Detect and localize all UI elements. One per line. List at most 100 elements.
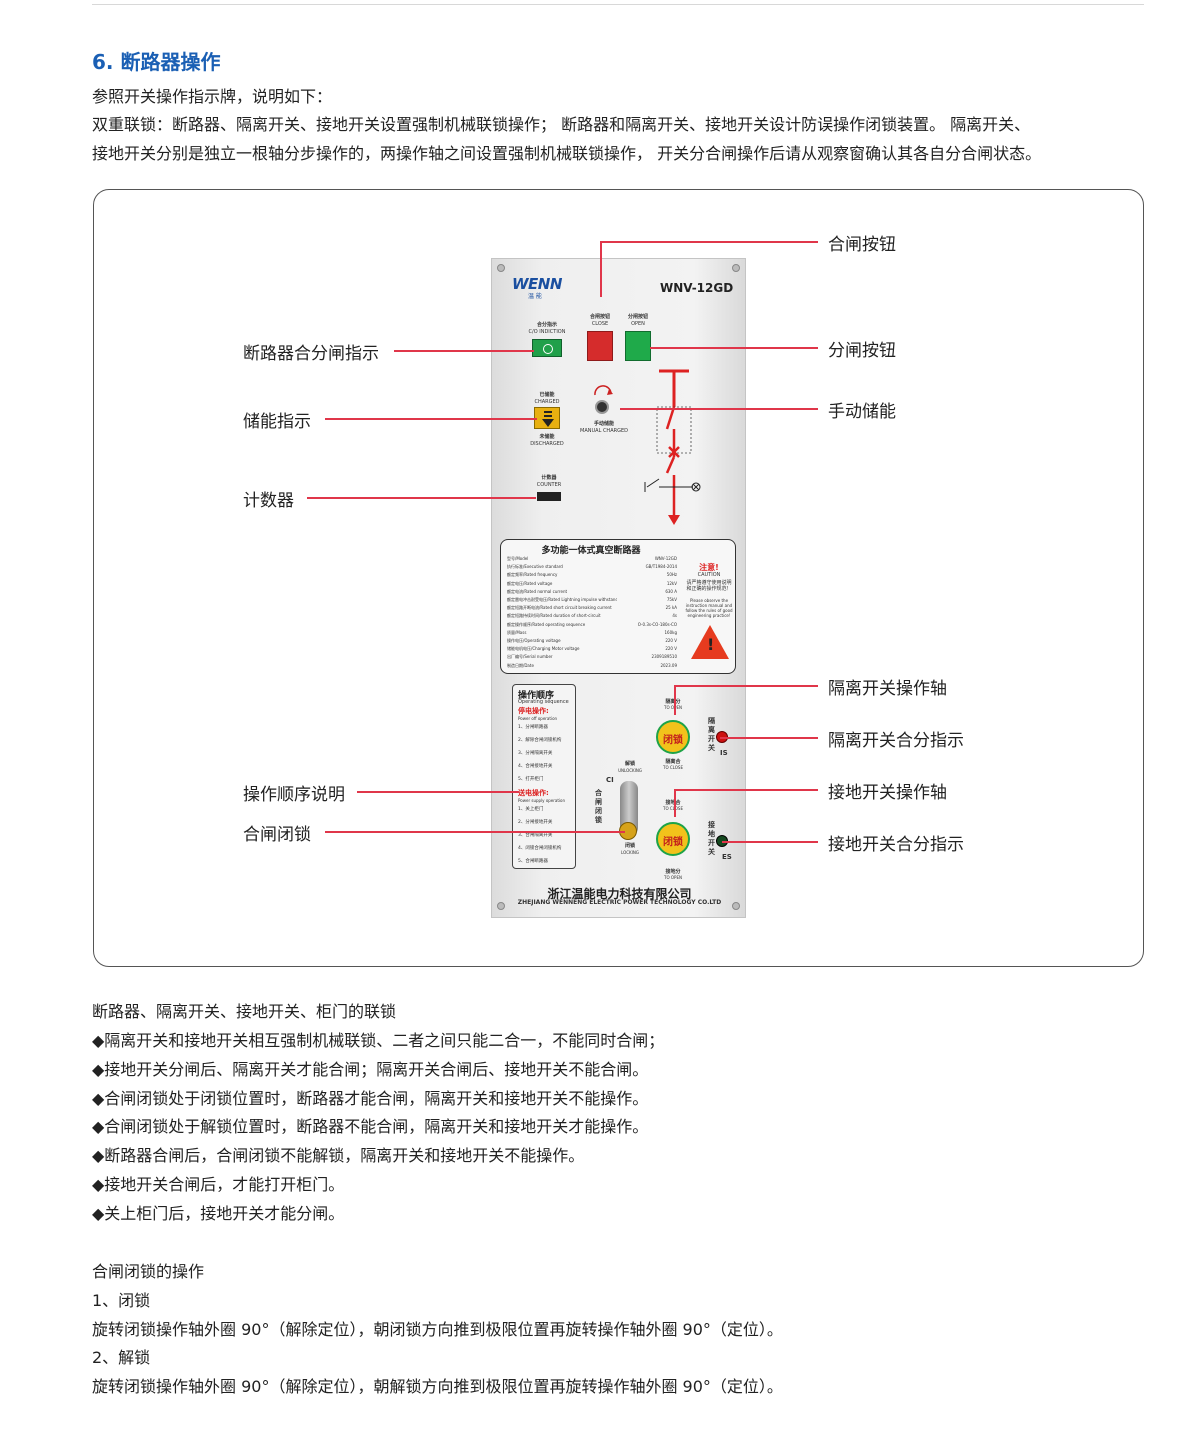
earth-close-label: 接地合 bbox=[665, 800, 681, 806]
nameplate-row-label: 额定电压/Rated voltage bbox=[507, 580, 553, 586]
charged-label-en: CHARGED bbox=[534, 399, 560, 405]
earth-vertical-label: 接地开关 bbox=[708, 821, 715, 856]
intro-line-1: 参照开关操作指示牌，说明如下： bbox=[92, 87, 333, 106]
model-number: WNV-12GD bbox=[660, 281, 734, 295]
nameplate-row-value: 220 V bbox=[665, 646, 677, 652]
discharged-label-en: DISCHARGED bbox=[530, 441, 564, 447]
earth-close-en: TO CLOSE bbox=[663, 806, 683, 811]
nameplate-row-value: WNV-12GD bbox=[654, 556, 677, 561]
indicator-label: 合分指示 bbox=[536, 322, 557, 328]
interlock-item: ◆断路器合闸后，合闸闭锁不能解锁，隔离开关和接地开关不能操作。 bbox=[92, 1146, 585, 1166]
lock-step-1-text: 旋转闭锁操作轴外圈 90°（解除定位），朝闭锁方向推到极限位置再旋转操作轴外圈 … bbox=[92, 1320, 783, 1339]
callout-manual-charge: 手动储能 bbox=[828, 402, 896, 422]
warning-title-en: CAUTION bbox=[697, 572, 721, 578]
nameplate-row-value: 75kV bbox=[666, 597, 677, 602]
interlock-item: ◆接地开关合闸后，才能打开柜门。 bbox=[92, 1175, 345, 1194]
callout-charge-indicator: 储能指示 bbox=[243, 412, 311, 432]
single-line-diagram-icon bbox=[644, 369, 701, 525]
ci-vertical-label: 合闸闭锁 bbox=[595, 789, 602, 824]
nameplate-row-value: O-0.3s-CO-180s-CO bbox=[637, 621, 677, 627]
leader-breaker-indicator bbox=[394, 350, 534, 352]
company-name-en: ZHEJIANG WENNENG ELECTRIC POWER TECHNOLO… bbox=[517, 899, 722, 906]
lock-step-2: 2、解锁 bbox=[92, 1348, 151, 1367]
lock-step-2-text: 旋转闭锁操作轴外圈 90°（解除定位），朝解锁方向推到极限位置再旋转操作轴外圈 … bbox=[92, 1377, 783, 1396]
nameplate-row-label: 额定短路开断电流/Rated short circuit breaking cu… bbox=[507, 605, 612, 611]
nameplate-row-value: 2023.09 bbox=[660, 662, 677, 668]
sequence-step: 1、分闸断路器 bbox=[518, 725, 548, 730]
intro-line-3: 接地开关分别是独立一根轴分步操作的，两操作轴之间设置强制机械联锁操作， 开关分合… bbox=[92, 144, 1042, 163]
diagram-frame bbox=[93, 189, 1144, 967]
counter-label-en: COUNTER bbox=[536, 482, 562, 488]
top-divider bbox=[92, 0, 1144, 5]
lock-step-1: 1、闭锁 bbox=[92, 1291, 151, 1310]
iso-open-label: 隔离分 bbox=[665, 699, 681, 705]
callout-counter: 计数器 bbox=[243, 491, 294, 511]
leader-open-button bbox=[650, 347, 818, 349]
sequence-on-title-en: Power supply operation bbox=[518, 798, 566, 803]
nameplate-row-label: 额定操作顺序/Rated operating sequence bbox=[507, 621, 586, 627]
charge-status-indicator bbox=[534, 407, 560, 429]
callout-close-button: 合闸按钮 bbox=[828, 235, 896, 255]
manual-charge-socket[interactable] bbox=[595, 400, 609, 414]
open-label: 分闸按钮 bbox=[627, 314, 648, 320]
sequence-step: 4、合闸接地开关 bbox=[518, 764, 553, 769]
isolator-shaft[interactable]: 闭锁 bbox=[656, 720, 690, 754]
lock-ops-title: 合闸闭锁的操作 bbox=[92, 1262, 205, 1281]
leader-close-lock bbox=[325, 831, 625, 833]
leader-earth-indicator bbox=[722, 841, 818, 843]
brand-sub: 温 能 bbox=[528, 293, 542, 300]
earth-open-en: TO OPEN bbox=[664, 875, 682, 880]
sequence-off-title-en: Power off operation bbox=[518, 716, 558, 721]
nameplate-row-value: 220 V bbox=[665, 638, 677, 643]
callout-earth-shaft: 接地开关操作轴 bbox=[828, 783, 947, 803]
nameplate-row-value: 2309189510 bbox=[651, 654, 677, 660]
nameplate-row-value: 50Hz bbox=[666, 572, 677, 578]
callout-open-button: 分闸按钮 bbox=[828, 341, 896, 361]
warning-title: 注意! bbox=[699, 563, 719, 572]
interlock-item: ◆合闸闭锁处于闭锁位置时，断路器才能合闸，隔离开关和接地开关不能操作。 bbox=[92, 1088, 649, 1108]
lock-en: LOCKING bbox=[621, 850, 639, 855]
callout-breaker-indicator: 断路器合分闸指示 bbox=[243, 344, 379, 364]
sequence-step: 2、解除合闸闭锁机构 bbox=[518, 738, 562, 743]
earth-shaft[interactable]: 闭锁 bbox=[656, 822, 690, 856]
sequence-step: 5、打开柜门 bbox=[518, 777, 544, 782]
nameplate-row-label: 额定频率/Rated frequency bbox=[507, 572, 558, 578]
nameplate-row-label: 质量/Mass bbox=[507, 629, 527, 635]
switchgear-panel: WENN 温 能 WNV-12GD 合闸按钮 CLOSE 分闸按钮 OPEN 合… bbox=[491, 258, 746, 918]
screw-icon bbox=[732, 902, 740, 910]
close-label-en: CLOSE bbox=[591, 321, 609, 327]
sequence-step: 5、合闸断路器 bbox=[518, 859, 548, 864]
nameplate-row-label: 出厂编号/Serial number bbox=[507, 654, 553, 660]
earth-open-label: 接地分 bbox=[665, 869, 681, 875]
close-button[interactable] bbox=[587, 331, 613, 361]
nameplate-row-label: 额定短路持续时间/Rated duration of short-circuit bbox=[507, 613, 601, 619]
earth-code: ES bbox=[722, 853, 732, 861]
leader-iso-shaft-v bbox=[674, 685, 676, 715]
screw-icon bbox=[497, 264, 505, 272]
earth-lock-text: 闭锁 bbox=[663, 837, 683, 848]
sequence-title-en: Operating sequence bbox=[518, 699, 569, 705]
charged-label: 已储能 bbox=[539, 392, 555, 398]
nameplate-row-value: 630 A bbox=[665, 588, 677, 594]
lock-label: 闭锁 bbox=[624, 843, 635, 849]
discharged-label: 未储能 bbox=[539, 434, 555, 440]
nameplate-row-label: 型号/Model bbox=[507, 556, 529, 561]
screw-icon bbox=[732, 264, 740, 272]
breaker-status-indicator bbox=[532, 339, 562, 357]
section-heading: 6. 断路器操作 bbox=[92, 50, 221, 74]
indicator-label-en: C/O INDICTION bbox=[528, 329, 566, 335]
iso-close-en: TO CLOSE bbox=[663, 765, 683, 770]
iso-code: IS bbox=[720, 749, 728, 757]
leader-op-sequence bbox=[357, 791, 519, 793]
callout-close-lock: 合闸闭锁 bbox=[243, 825, 311, 845]
callout-iso-indicator: 隔离开关合分指示 bbox=[828, 731, 964, 751]
unlock-en: UNLOCKING bbox=[618, 768, 642, 773]
leader-close-button-v bbox=[600, 241, 602, 297]
open-button[interactable] bbox=[625, 331, 651, 361]
nameplate-row-value: GB/T1984-2014 bbox=[645, 564, 677, 570]
nameplate-row-label: 储能电机电压/Charging Motor voltage bbox=[507, 646, 580, 652]
leader-counter bbox=[307, 497, 536, 499]
rotate-arrow-icon bbox=[594, 385, 613, 396]
callout-iso-shaft: 隔离开关操作轴 bbox=[828, 679, 947, 699]
nameplate-row-value: 12kV bbox=[666, 580, 677, 586]
